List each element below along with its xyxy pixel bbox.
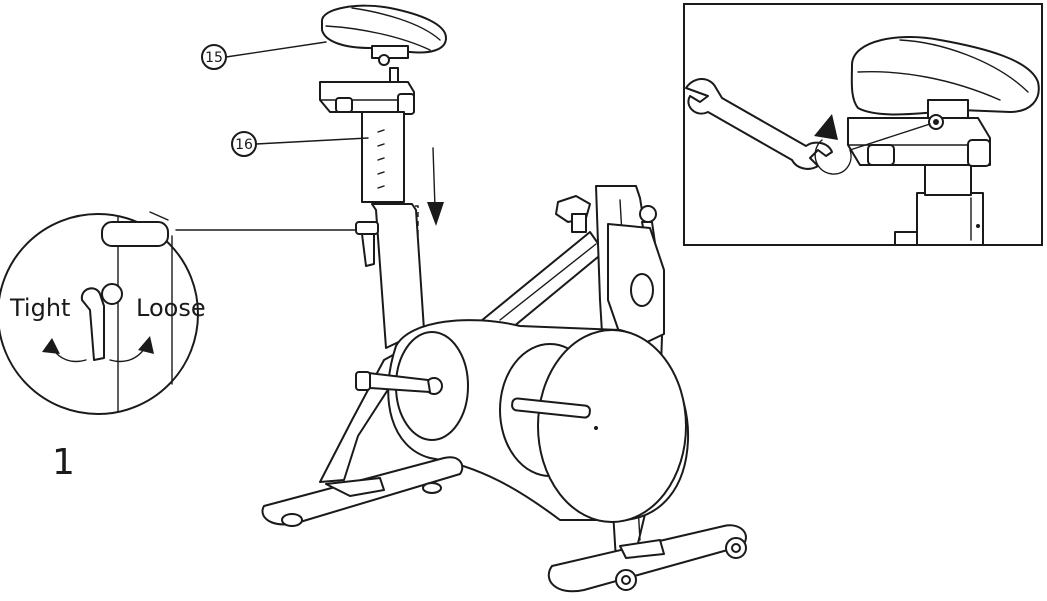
rear-stabilizer: [261, 456, 464, 527]
inset-detail: [683, 3, 1043, 246]
loose-label: Loose: [136, 294, 206, 322]
seat: [321, 4, 447, 91]
knob-detail-circle: Tight Loose: [0, 211, 357, 415]
inset-seat-post: [847, 117, 991, 246]
tight-label: Tight: [9, 294, 70, 322]
callout-15: 15: [201, 41, 327, 70]
callout-16-number: 16: [235, 137, 253, 153]
seat-post: [319, 81, 419, 285]
insert-direction-arrow: [427, 147, 444, 226]
height-scale-marks: [377, 129, 385, 189]
callout-16: 16: [231, 131, 369, 157]
wrench-icon: [685, 78, 833, 170]
resistance-knob: [555, 195, 591, 233]
inset-seat: [850, 36, 1040, 130]
loosen-arrow-icon: [109, 336, 154, 363]
crank-arm: [355, 371, 443, 395]
flywheel-housing: [355, 319, 690, 523]
tighten-rotation-arrow: [814, 114, 931, 175]
transport-wheel-right: [725, 537, 747, 559]
front-stabilizer: [547, 524, 747, 593]
step-number: 1: [52, 442, 75, 483]
transport-wheel-left: [615, 569, 637, 591]
knob-lever-icon: [80, 283, 123, 361]
flywheel-window: [511, 397, 591, 419]
callout-15-number: 15: [205, 50, 223, 66]
tighten-arrow-icon: [42, 338, 87, 363]
seat-tube-knob: [355, 221, 379, 267]
